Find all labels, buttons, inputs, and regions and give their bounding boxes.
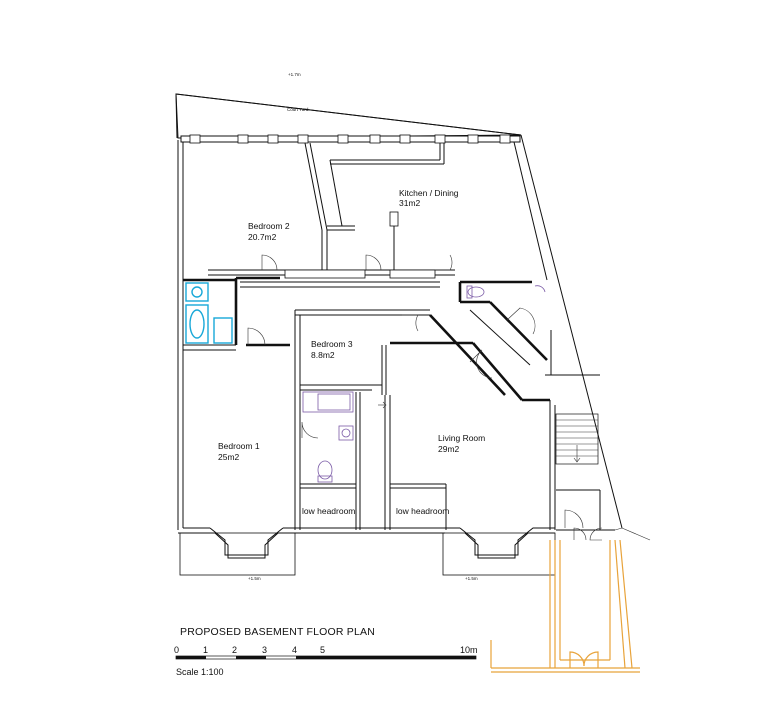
scale-tick-4: 4	[292, 645, 297, 655]
bedroom2-kitchen-partition	[304, 142, 445, 270]
bedroom3-walls	[294, 309, 430, 530]
scale-tick-2: 2	[232, 645, 237, 655]
courtyard-label: Court Yard	[287, 107, 309, 112]
room-living-area: 29m2	[438, 444, 460, 454]
room-kitchen-area: 31m2	[399, 198, 421, 208]
room-bedroom3-area: 8.8m2	[311, 350, 335, 360]
room-bedroom1-area: 25m2	[218, 452, 240, 462]
entrance-steps	[490, 539, 640, 673]
plan-title: PROPOSED BASEMENT FLOOR PLAN	[180, 626, 375, 638]
staircase	[555, 413, 651, 541]
bay-windows	[178, 527, 556, 576]
scale-tick-10m: 10m	[460, 645, 478, 655]
level-top: +1.7m	[288, 72, 301, 77]
scale-bar	[175, 655, 477, 660]
level-bay-left: +1.5m	[248, 576, 261, 581]
scale-tick-3: 3	[262, 645, 267, 655]
scale-tick-1: 1	[203, 645, 208, 655]
bathroom-fixtures	[183, 278, 236, 344]
living-room-walls	[384, 341, 556, 530]
room-bedroom1-name: Bedroom 1	[218, 441, 260, 451]
corridor-walls	[183, 269, 455, 351]
room-living-name: Living Room	[438, 433, 485, 443]
outer-walls	[177, 134, 623, 530]
room-kitchen-name: Kitchen / Dining	[399, 188, 459, 198]
room-bedroom2-area: 20.7m2	[248, 232, 277, 242]
door-swings	[247, 254, 603, 541]
top-wall-windows	[180, 134, 521, 144]
scale-tick-5: 5	[320, 645, 325, 655]
level-bay-right: +1.5m	[465, 576, 478, 581]
scale-text: Scale 1:100	[176, 667, 224, 677]
room-bedroom3-name: Bedroom 3	[311, 339, 353, 349]
room-bedroom2-name: Bedroom 2	[248, 221, 290, 231]
scale-tick-0: 0	[174, 645, 179, 655]
ensuite-fixtures	[300, 391, 361, 530]
low-headroom-right: low headroom	[396, 506, 449, 516]
low-headroom-left: low headroom	[302, 506, 355, 516]
kitchen-wc-walls	[429, 280, 548, 396]
